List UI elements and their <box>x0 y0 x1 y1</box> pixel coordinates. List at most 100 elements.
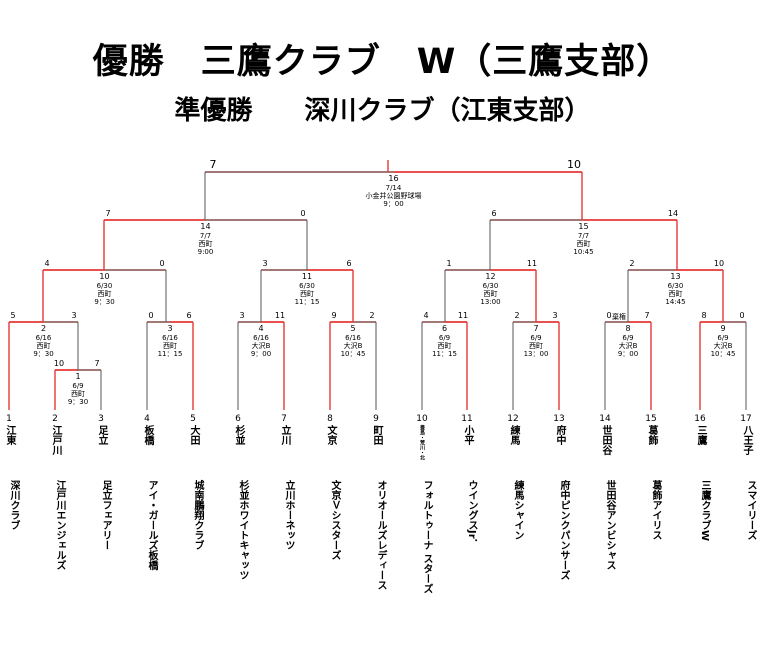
score-right: 11 <box>527 259 537 268</box>
score-right: 6 <box>186 311 191 320</box>
branch-name: 文京 <box>325 425 336 445</box>
match-date: 7/14 <box>386 184 402 192</box>
match-number: 7 <box>533 324 538 333</box>
match-venue: 西町 <box>300 290 314 298</box>
team-number: 5 <box>190 414 196 424</box>
winner-title: 優勝 三鷹クラブ W（三鷹支部） <box>92 42 673 82</box>
score-right: 11 <box>458 311 468 320</box>
match-time: 11：15 <box>295 298 320 306</box>
club-name: オリオールズレディース <box>375 480 386 590</box>
match-time: 11：15 <box>432 350 457 358</box>
match-number: 15 <box>578 222 588 231</box>
match-time: 11：15 <box>158 350 183 358</box>
club-name: 世田谷アンビシャス <box>604 480 615 570</box>
team-number: 1 <box>6 414 12 424</box>
branch-name: 世田谷 <box>600 425 611 455</box>
branch-name: 府中 <box>554 425 565 445</box>
match-time: 14:45 <box>665 298 685 306</box>
branch-name: 八王子 <box>741 425 752 455</box>
score-right: 7 <box>94 359 99 368</box>
club-name: 文京Ｖシスターズ <box>329 480 340 560</box>
match-date: 6/16 <box>253 334 269 342</box>
club-name: アイ・ガールズ板橋 <box>146 480 157 570</box>
match-number: 2 <box>41 324 46 333</box>
team-number: 11 <box>461 414 473 424</box>
score-right: 10 <box>714 259 724 268</box>
club-name: 府中ピンクパンサーズ <box>558 480 569 580</box>
branch-name: 三鷹 <box>695 425 706 445</box>
branch-name: 江戸川 <box>50 425 61 455</box>
match-date: 6/9 <box>530 334 541 342</box>
match-time: 10：45 <box>341 350 366 358</box>
team-number: 2 <box>52 414 58 424</box>
match-venue: 西町 <box>438 342 452 350</box>
match-date: 6/16 <box>36 334 52 342</box>
match-time: 9：00 <box>251 350 271 358</box>
match-venue: 西町 <box>529 342 543 350</box>
match-number: 11 <box>302 272 312 281</box>
match-time: 9:00 <box>198 248 214 256</box>
club-name: 城南鵬翔クラブ <box>192 480 203 550</box>
score-left: 5 <box>10 311 15 320</box>
club-name: ウイングスJr． <box>466 480 477 549</box>
branch-name: 江東 <box>4 425 15 445</box>
match-venue: 大沢B <box>714 341 733 350</box>
score-right: 0 <box>739 311 744 320</box>
match-number: 6 <box>442 324 447 333</box>
match-number: 13 <box>670 272 680 281</box>
club-name: 葛飾アイリス <box>650 480 661 540</box>
match-number: 3 <box>167 324 172 333</box>
team-number: 8 <box>327 414 333 424</box>
branch-name: 練馬 <box>508 425 519 445</box>
score-left: 8 <box>701 311 706 320</box>
score-right: 14 <box>668 209 678 218</box>
branch-name: 町田 <box>371 425 382 445</box>
match-date: 6/30 <box>668 282 684 290</box>
branch-name: 足立 <box>96 425 107 445</box>
team-number: 3 <box>98 414 104 424</box>
score-left: 9 <box>331 311 336 320</box>
club-name: 練馬シャイン <box>512 480 523 540</box>
score-left: 6 <box>491 209 496 218</box>
match-time: 10:45 <box>573 248 593 256</box>
score-right: 10 <box>567 158 581 171</box>
match-venue: 大沢B <box>619 341 638 350</box>
score-left: 2 <box>629 259 634 268</box>
match-venue: 小金井公園野球場 <box>366 191 422 200</box>
club-name: 深川クラブ <box>8 480 19 530</box>
match-time: 9：30 <box>94 298 114 306</box>
score-left: 4 <box>44 259 49 268</box>
team-number: 9 <box>373 414 379 424</box>
match-date: 7/7 <box>578 232 589 240</box>
match-time: 9：00 <box>618 350 638 358</box>
match-date: 7/7 <box>200 232 211 240</box>
match-date: 6/30 <box>97 282 113 290</box>
match-time: 9：30 <box>33 350 53 358</box>
match-number: 10 <box>99 272 109 281</box>
team-number: 12 <box>507 414 519 424</box>
score-left: 4 <box>423 311 428 320</box>
match-date: 6/30 <box>299 282 315 290</box>
match-date: 6/9 <box>439 334 450 342</box>
branch-name: 板橋 <box>142 425 153 445</box>
match-venue: 西町 <box>98 290 112 298</box>
score-left: 10 <box>54 359 64 368</box>
club-name: 足立フェアリー <box>100 480 111 550</box>
score-left: 0 <box>148 311 153 320</box>
match-number: 14 <box>200 222 210 231</box>
team-number: 4 <box>144 414 150 424</box>
score-right: 11 <box>275 311 285 320</box>
match-venue: 西町 <box>37 342 51 350</box>
club-name: フォルトゥーナ スターズ <box>421 480 432 594</box>
